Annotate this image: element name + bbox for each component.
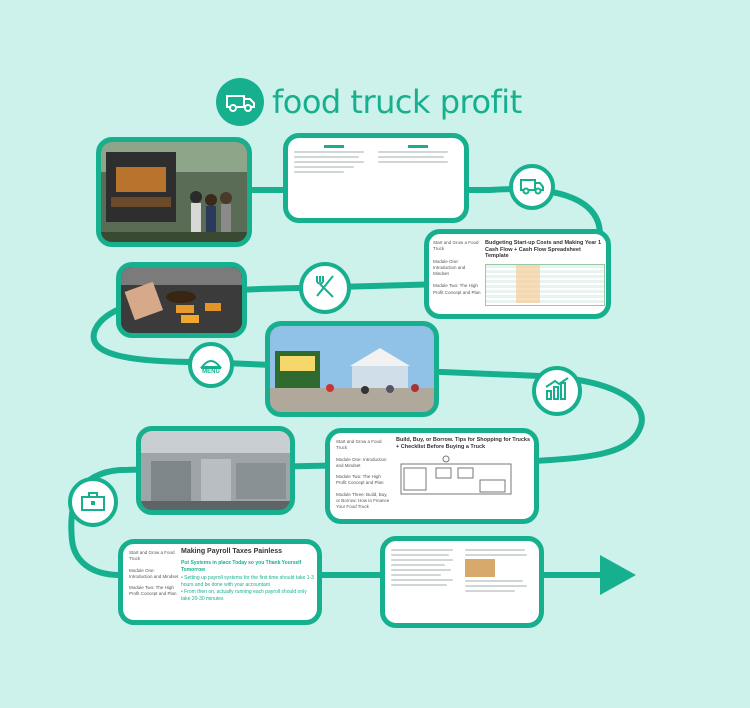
- doc-page-left: [391, 546, 461, 620]
- fork-knife-icon: [311, 272, 339, 305]
- payroll-subtitle: Put Systems in place Today so you Thank …: [181, 560, 302, 573]
- sidebar-item: Start and Grow a Food Truck: [129, 550, 175, 562]
- payroll-bullet: • Setting up payroll systems for the fir…: [181, 575, 314, 588]
- sidebar-item: Start and Grow a Food Truck: [433, 240, 479, 252]
- payroll-bullet: • From then on, actually running each pa…: [181, 589, 307, 602]
- payroll-sidebar: Start and Grow a Food Truck Module One: …: [129, 550, 179, 598]
- shopping-title: Build, Buy, or Borrow. Tips for Shopping…: [396, 437, 531, 450]
- brand-logo: food truck profit: [216, 78, 522, 126]
- shopping-content: Build, Buy, or Borrow. Tips for Shopping…: [396, 437, 534, 507]
- document-spread-preview-2: [380, 536, 544, 628]
- doc-photo-thumbnail: [465, 559, 495, 577]
- payroll-content: Making Payroll Taxes Painless Put System…: [181, 548, 317, 602]
- food-truck-icon: [519, 174, 545, 201]
- budget-title: Budgeting Start-up Costs and Making Year…: [485, 240, 602, 260]
- doc-page-right: [378, 143, 458, 215]
- budget-content: Budgeting Start-up Costs and Making Year…: [485, 240, 605, 306]
- fork-knife-badge: [299, 262, 351, 314]
- sidebar-item: Module Two: The High Profit Concept and …: [129, 585, 177, 597]
- sidebar-item: Module Three: Build, Buy, or Borrow: How…: [336, 491, 390, 510]
- payroll-title: Making Payroll Taxes Painless: [181, 548, 283, 555]
- arrow-right-icon: [600, 555, 636, 595]
- truck-shopping-module-card: Start and Grow a Food Truck Module One: …: [325, 428, 539, 524]
- grill-cooking-photo: [116, 262, 247, 338]
- festival-truck-photo: [265, 321, 439, 417]
- brand-name: food truck profit: [272, 83, 522, 121]
- sidebar-item: Start and Grow a Food Truck: [336, 439, 382, 451]
- sidebar-item: Module One: Introduction and Mindset: [129, 567, 179, 579]
- menu-badge: MENU: [188, 342, 234, 388]
- shopping-sidebar: Start and Grow a Food Truck Module One: …: [336, 439, 392, 511]
- budget-sidebar: Start and Grow a Food Truck Module One: …: [433, 240, 481, 296]
- spreadsheet-thumbnail: [485, 263, 605, 306]
- budget-module-card: Start and Grow a Food Truck Module One: …: [424, 229, 611, 319]
- food-truck-badge: [509, 164, 555, 210]
- growth-chart-badge: [532, 366, 582, 416]
- truck-floorplan-diagram: [400, 455, 512, 495]
- sidebar-item: Module One: Introduction and Mindset: [433, 258, 466, 277]
- sidebar-item: Module Two: The High Profit Concept and …: [336, 474, 384, 486]
- menu-icon: MENU: [200, 355, 222, 375]
- food-truck-logo-icon: [216, 78, 264, 126]
- truck-kitchen-photo: [136, 426, 295, 515]
- toolbox-icon: [79, 488, 107, 517]
- doc-page-right: [465, 546, 535, 620]
- menu-badge-label: MENU: [202, 369, 220, 375]
- doc-page-left: [294, 143, 374, 215]
- growth-chart-icon: [543, 376, 571, 406]
- document-spread-preview: [283, 133, 469, 223]
- payroll-module-card: Start and Grow a Food Truck Module One: …: [118, 539, 322, 625]
- sidebar-item: Module Two: The High Profit Concept and …: [433, 283, 481, 295]
- toolbox-badge: [68, 477, 118, 527]
- sidebar-item: Module One: Introduction and Mindset: [336, 456, 387, 468]
- food-truck-crowd-photo: [96, 137, 252, 247]
